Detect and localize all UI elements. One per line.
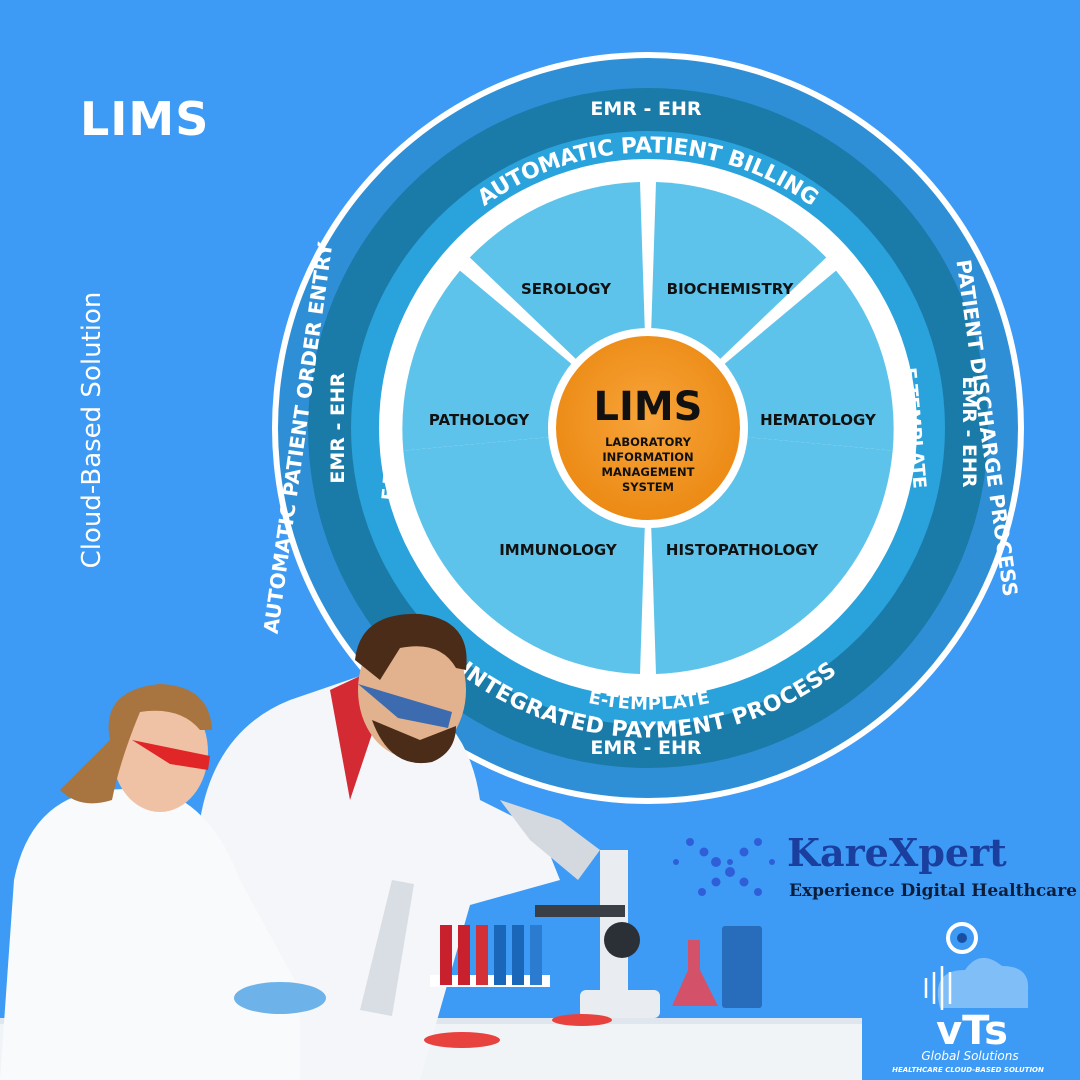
vts-name: vTs bbox=[936, 1008, 1008, 1054]
safety-glasses bbox=[358, 684, 452, 728]
microscope bbox=[580, 990, 660, 1018]
center-disc bbox=[556, 336, 740, 520]
vts-line-1: Global Solutions bbox=[921, 1049, 1018, 1063]
flask bbox=[672, 940, 718, 1006]
signal-bars-icon bbox=[924, 966, 952, 1010]
man-beard bbox=[372, 720, 456, 764]
brand-name: KareXpert bbox=[787, 830, 1007, 875]
center-line-1: LABORATORY bbox=[605, 435, 691, 449]
red-glasses bbox=[132, 740, 210, 770]
petri-dish bbox=[424, 1032, 500, 1048]
lab-scene-illustration bbox=[0, 613, 862, 1080]
cloud-icon bbox=[937, 957, 1029, 1008]
center-line-2: INFORMATION bbox=[602, 450, 693, 464]
center-line-3: MANAGEMENT bbox=[602, 465, 695, 479]
label-pathology: PATHOLOGY bbox=[429, 411, 530, 429]
vts-logo: vTs Global Solutions HEALTHCARE CLOUD-BA… bbox=[892, 922, 1044, 1074]
ring-emr-right-text: EMR - EHR bbox=[958, 376, 980, 488]
label-biochemistry: BIOCHEMISTRY bbox=[667, 280, 795, 298]
karexpert-x-icon bbox=[673, 838, 775, 896]
center-title: LIMS bbox=[594, 384, 703, 430]
center-line-4: SYSTEM bbox=[622, 480, 674, 494]
laptop bbox=[360, 880, 414, 1016]
vts-line-2: HEALTHCARE CLOUD-BASED SOLUTION bbox=[892, 1066, 1044, 1074]
side-caption: Cloud-Based Solution bbox=[77, 291, 107, 569]
ring-emr-top-text: EMR - EHR bbox=[590, 98, 702, 120]
label-serology: SEROLOGY bbox=[521, 280, 612, 298]
gloved-hands bbox=[234, 982, 326, 1014]
ring-emr-left-text: EMR - EHR bbox=[327, 372, 349, 484]
ring-emr-bottom-text: EMR - EHR bbox=[590, 737, 702, 759]
label-hematology: HEMATOLOGY bbox=[760, 411, 877, 429]
woman-hair bbox=[60, 684, 212, 804]
scientist-woman bbox=[0, 788, 300, 1080]
beaker bbox=[722, 926, 762, 1008]
label-histopathology: HISTOPATHOLOGY bbox=[666, 541, 819, 559]
man-hair bbox=[355, 613, 467, 680]
brand-tagline: Experience Digital Healthcare bbox=[789, 881, 1077, 901]
label-immunology: IMMUNOLOGY bbox=[499, 541, 618, 559]
page-title: LIMS bbox=[80, 92, 210, 146]
vts-pin-icon bbox=[946, 922, 978, 954]
karexpert-logo: KareXpert Experience Digital Healthcare bbox=[673, 830, 1077, 901]
